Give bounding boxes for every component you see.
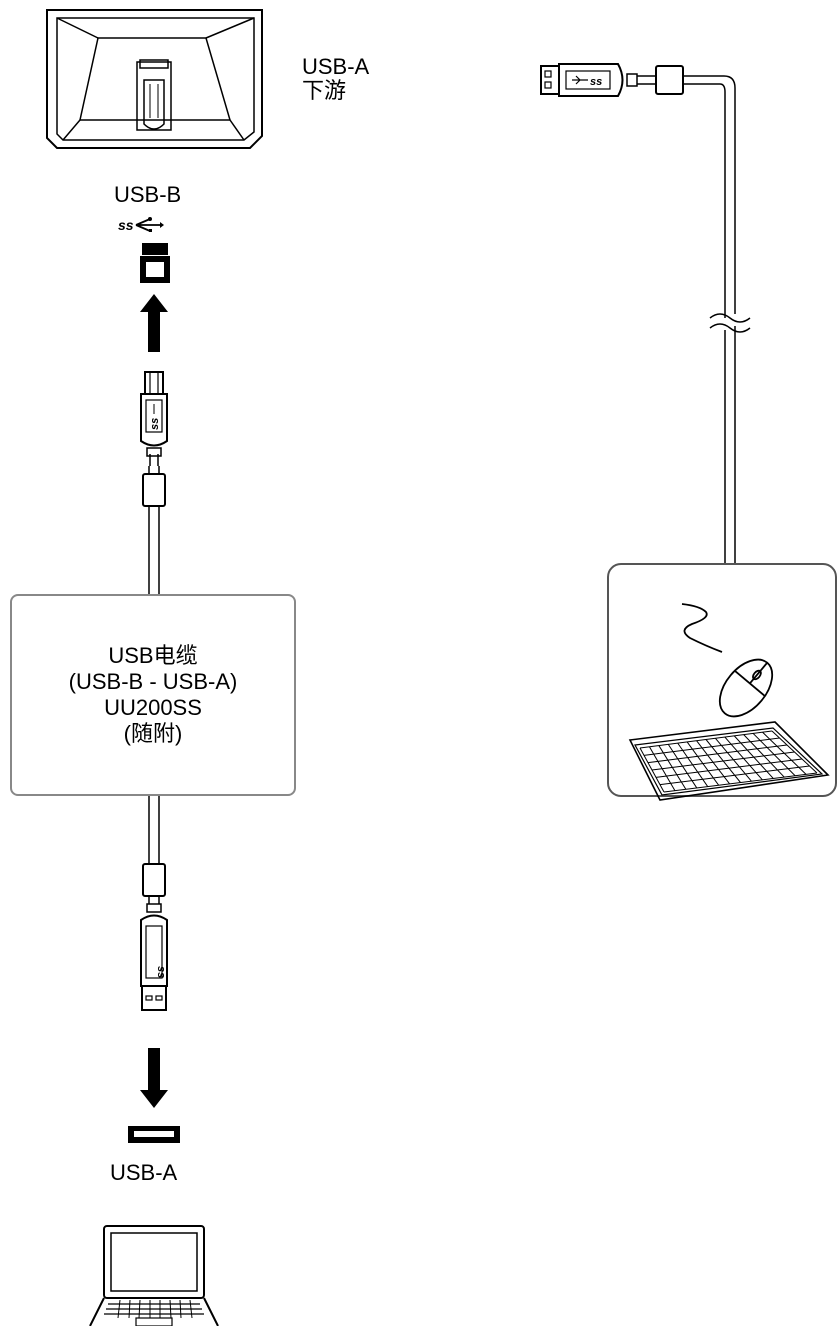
mouse-icon <box>681 603 774 718</box>
usb-a-plug-right-icon: ss <box>540 63 684 97</box>
keyboard-col-line <box>771 730 818 774</box>
cable-line-right <box>683 75 736 563</box>
upstream-port-label: USB-B <box>114 182 182 207</box>
keyboard-col-line <box>743 734 785 778</box>
keyboard-col-line <box>705 739 741 783</box>
keyboard-col-line <box>733 735 774 779</box>
usb-b-port-icon <box>140 243 170 283</box>
usb-b-plug-icon: ss <box>140 371 168 507</box>
cable-note: (随附) <box>123 721 183 746</box>
pc-port-label: USB-A <box>110 1160 178 1185</box>
keyboard-keys <box>639 730 818 793</box>
cable-break-icon <box>709 313 751 333</box>
cable-info-box: USB电缆 (USB-B - USB-A) UU200SS (随附) <box>10 594 296 796</box>
keyboard-col-line <box>686 741 720 786</box>
downstream-port-label: USB-A <box>302 54 370 79</box>
svg-text:ss: ss <box>155 966 167 978</box>
cable-line-upper <box>148 506 160 594</box>
usb-a-plug-icon: ss <box>140 863 168 1011</box>
svg-text:ss: ss <box>590 76 602 88</box>
arrow-down-icon <box>140 1048 168 1108</box>
cable-spec: (USB-B - USB-A) <box>68 669 238 694</box>
laptop-icon <box>89 1225 219 1326</box>
keyboard-col-line <box>752 733 796 777</box>
keyboard-col-line <box>715 737 752 782</box>
arrow-up-icon <box>140 294 168 352</box>
cable-line-lower <box>148 796 160 864</box>
keyboard-col-line <box>639 747 665 793</box>
superspeed-usb-icon: ss <box>118 217 164 233</box>
keyboard-col-line <box>677 742 709 787</box>
keyboard-col-line <box>648 746 676 791</box>
keyboard-col-line <box>658 745 687 790</box>
keyboard-col-line <box>724 736 763 781</box>
keyboard-icon <box>628 721 830 801</box>
usb-a-port-icon <box>128 1126 180 1143</box>
keyboard-col-line <box>667 744 698 789</box>
cable-model: UU200SS <box>104 695 202 720</box>
svg-text:ss: ss <box>118 217 134 233</box>
monitor-back-icon <box>46 9 263 149</box>
downstream-port-sublabel: 下游 <box>302 78 347 103</box>
svg-text:ss: ss <box>149 418 161 430</box>
keyboard-col-line <box>696 740 730 785</box>
keyboard-col-line <box>762 731 807 775</box>
cable-title: USB电缆 <box>108 643 198 668</box>
